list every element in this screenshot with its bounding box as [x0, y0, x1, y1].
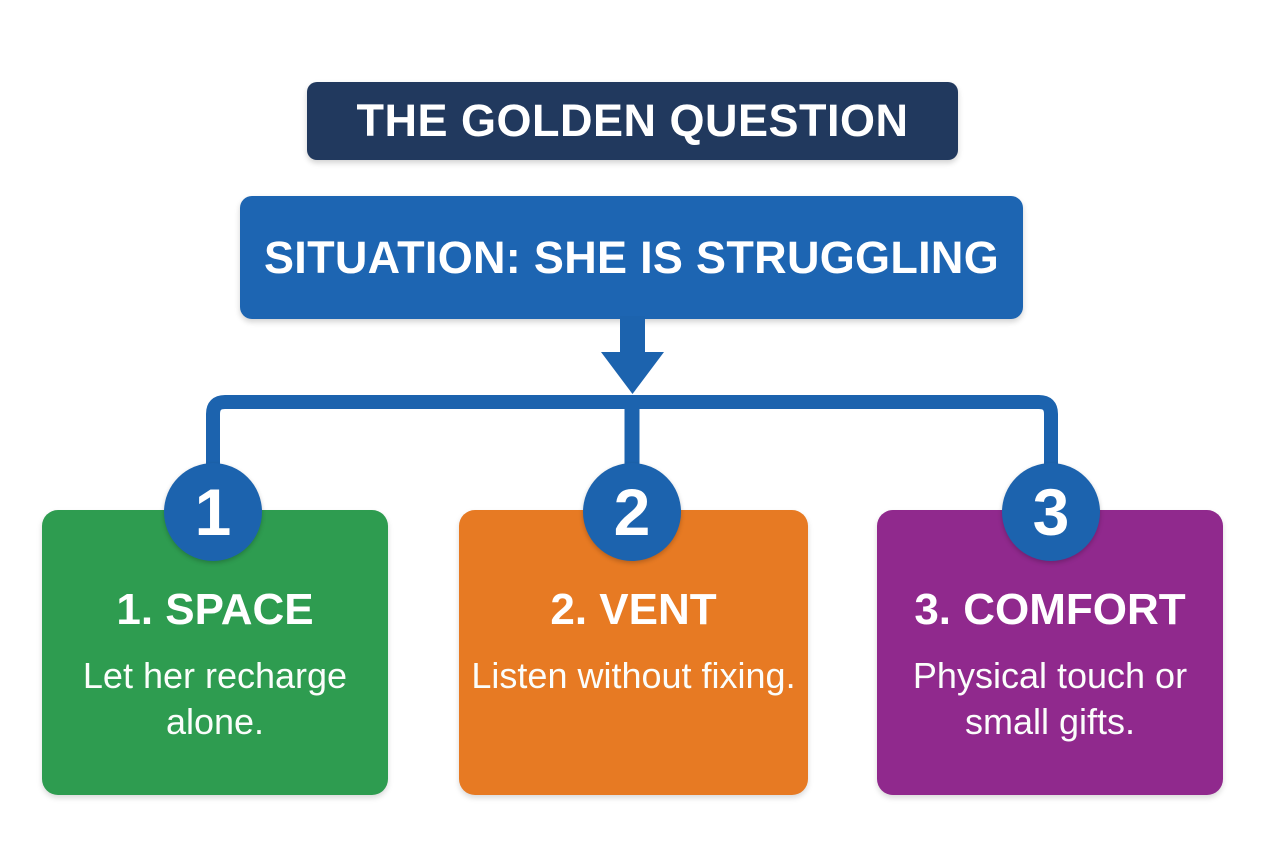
option-card-vent: 2. VENT Listen without fixing.: [459, 510, 808, 795]
card-heading-comfort: 3. COMFORT: [914, 585, 1186, 634]
arrow-stem: [620, 316, 645, 356]
card-description-comfort: Physical touch or small gifts.: [912, 654, 1188, 742]
card-description-space: Let her recharge alone.: [82, 654, 348, 742]
branch-number-circle-2: 2: [583, 463, 681, 561]
card-description-vent: Listen without fixing.: [471, 654, 796, 696]
card-heading-space: 1. SPACE: [116, 585, 314, 634]
card-heading-vent: 2. VENT: [550, 585, 717, 634]
branch-bracket-line: [206, 395, 1058, 470]
branch-number-circle-1: 1: [164, 463, 262, 561]
branch-number-circle-3: 3: [1002, 463, 1100, 561]
title-banner: THE GOLDEN QUESTION: [307, 82, 958, 160]
situation-banner: SITUATION: SHE IS STRUGGLING: [240, 196, 1023, 319]
option-card-comfort: 3. COMFORT Physical touch or small gifts…: [877, 510, 1223, 795]
option-card-space: 1. SPACE Let her recharge alone.: [42, 510, 388, 795]
down-arrow-icon: [601, 352, 664, 394]
